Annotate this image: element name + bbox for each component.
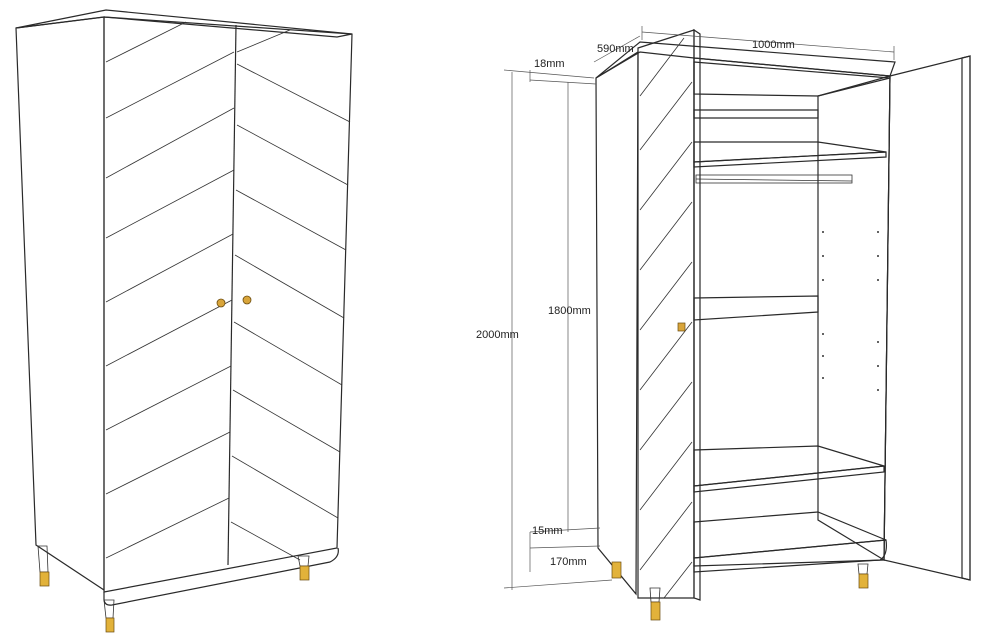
label-depth: 590mm <box>597 43 634 55</box>
right-open-door <box>883 55 971 581</box>
shelf-upper <box>693 109 819 119</box>
shelf-pin-holes <box>822 231 879 391</box>
closed-side-panel <box>15 16 105 592</box>
open-door-handle <box>677 322 686 332</box>
closed-base-plinth <box>103 547 339 606</box>
bottom-plinth <box>693 539 887 573</box>
label-total-height: 2000mm <box>476 329 519 341</box>
left-open-door-pattern <box>639 37 693 599</box>
left-door-handle <box>216 298 226 308</box>
right-door-handle <box>242 295 252 305</box>
open-legs <box>611 561 869 621</box>
dimension-labels: 18mm 590mm 1000mm 2000mm 1800mm 15mm 170… <box>476 39 795 568</box>
hanging-rail <box>695 174 853 184</box>
closed-wardrobe <box>15 9 353 633</box>
closed-handles <box>216 295 252 308</box>
left-open-door <box>637 29 695 599</box>
shelf-lower-front <box>693 465 885 493</box>
left-door-chevron-pattern <box>105 21 235 559</box>
closed-door-split <box>227 24 237 566</box>
label-bottom-panel: 15mm <box>532 525 563 537</box>
label-width: 1000mm <box>752 39 795 51</box>
label-top-panel: 18mm <box>534 58 565 70</box>
leg-front-right <box>297 555 310 567</box>
shelf-middle <box>693 295 819 321</box>
bottom-floor-dark <box>693 511 887 559</box>
left-open-door-edge <box>693 28 701 601</box>
interior-back-wall <box>693 57 891 567</box>
closed-front-panel <box>103 16 353 593</box>
shelf-second-front <box>693 151 887 168</box>
closed-top-panel <box>15 9 353 38</box>
shelf-lower-dark <box>693 445 885 487</box>
open-left-side-panel <box>595 50 639 596</box>
right-door-chevron-pattern <box>230 29 351 561</box>
interior-right-side <box>817 75 891 562</box>
dimension-lines <box>503 26 895 590</box>
right-open-door-edge <box>961 55 971 581</box>
open-wardrobe <box>595 28 971 621</box>
closed-legs <box>37 545 310 633</box>
label-leg-height: 170mm <box>550 556 587 568</box>
label-body-height: 1800mm <box>548 305 591 317</box>
